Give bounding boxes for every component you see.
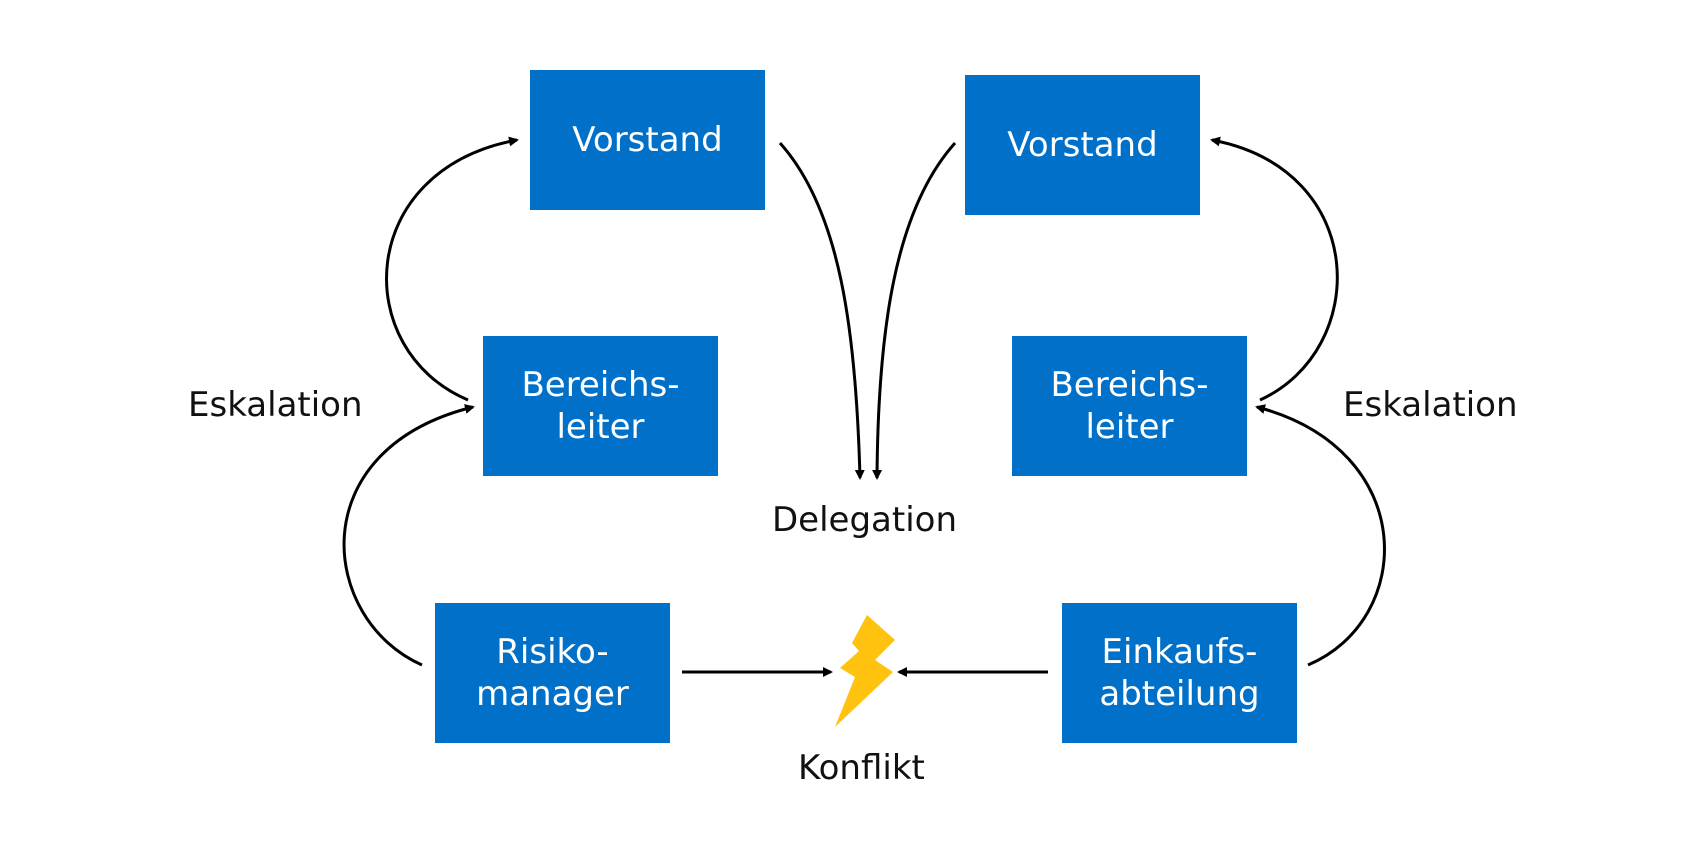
- vorstand-box-right: Vorstand: [965, 75, 1200, 215]
- arrow-escalation-right-lower: [1255, 404, 1386, 667]
- lightning-icon: [835, 615, 895, 727]
- delegation-label: Delegation: [772, 500, 958, 540]
- eskalation-label-right: Eskalation: [1343, 385, 1518, 425]
- arrow-delegation-right: [872, 142, 957, 480]
- arrow-escalation-right-upper: [1210, 136, 1339, 402]
- arrow-delegation-left: [778, 142, 865, 480]
- eskalation-label-left: Eskalation: [188, 385, 363, 425]
- arrow-escalation-left-upper: [385, 136, 519, 402]
- einkaufsabteilung-box: Einkaufs- abteilung: [1062, 603, 1297, 743]
- arrow-escalation-left-lower: [342, 404, 475, 667]
- vorstand-box-left: Vorstand: [530, 70, 765, 210]
- bereichsleiter-box-left: Bereichs- leiter: [483, 336, 718, 476]
- bereichsleiter-box-right: Bereichs- leiter: [1012, 336, 1247, 476]
- konflikt-label: Konflikt: [798, 748, 925, 788]
- risikomanager-box: Risiko- manager: [435, 603, 670, 743]
